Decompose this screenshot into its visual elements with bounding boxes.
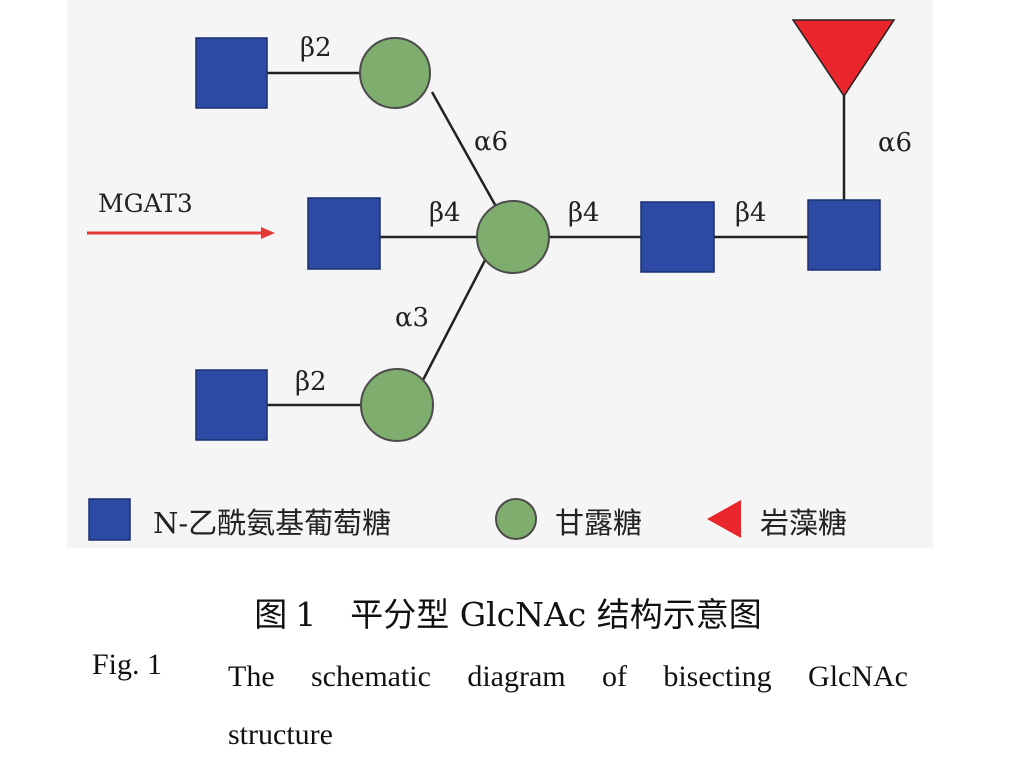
glcnac-square-top (195, 37, 268, 109)
mgat3-arrow-icon (87, 227, 275, 239)
glcnac-square-core1 (640, 201, 715, 273)
caption-en-line2: structure (228, 718, 333, 751)
legend-fucose-triangle (707, 500, 741, 538)
glcnac-square-bisecting (307, 197, 381, 270)
mannose-circle-top (359, 37, 431, 109)
caption-zh-number: 1 (295, 595, 317, 634)
linkage-label-bottom-beta2: β2 (295, 367, 327, 397)
legend-glcnac-square (88, 498, 131, 541)
caption-zh-prefix: 图 (254, 595, 288, 634)
fucose-triangle (791, 19, 896, 98)
linkage-label-top-beta2: β2 (300, 33, 332, 63)
mannose-circle-bottom (360, 368, 434, 442)
legend: N-乙酰氨基葡萄糖 甘露糖 岩藻糖 (88, 498, 847, 541)
legend-mannose-label: 甘露糖 (555, 506, 642, 540)
linkage-label-fucose-alpha6: α6 (878, 128, 912, 158)
glycan-edges (267, 71, 846, 407)
linkage-label-top-alpha6: α6 (474, 127, 508, 157)
legend-mannose-circle (495, 498, 537, 540)
glcnac-square-bottom (195, 369, 268, 441)
edge-core-mannose-to-mannose-bottom (420, 236, 499, 383)
mgat3-label: MGAT3 (98, 189, 193, 218)
linkage-label-alpha3: α3 (395, 303, 429, 333)
figure-caption-english-label: Fig. 1 (92, 648, 163, 681)
legend-fucose-label: 岩藻糖 (760, 506, 847, 540)
glycan-diagram-panel: β2 α6 β4 α3 β2 β4 β4 α6 MGAT3 N-乙酰氨基葡萄糖 … (67, 0, 933, 548)
linkage-label-core2-beta4: β4 (735, 198, 767, 228)
mannose-circle-core (476, 200, 550, 274)
linkage-label-core-beta4: β4 (568, 198, 600, 228)
caption-en-line1: The schematic diagram of bisecting GlcNA… (228, 660, 908, 693)
caption-zh-title: 平分型 GlcNAc 结构示意图 (350, 595, 762, 634)
figure-caption-english-text: The schematic diagram of bisecting GlcNA… (228, 648, 908, 764)
glcnac-square-core2 (807, 199, 881, 271)
legend-glcnac-label: N-乙酰氨基葡萄糖 (153, 506, 391, 540)
linkage-label-bisect-beta4: β4 (429, 198, 461, 228)
